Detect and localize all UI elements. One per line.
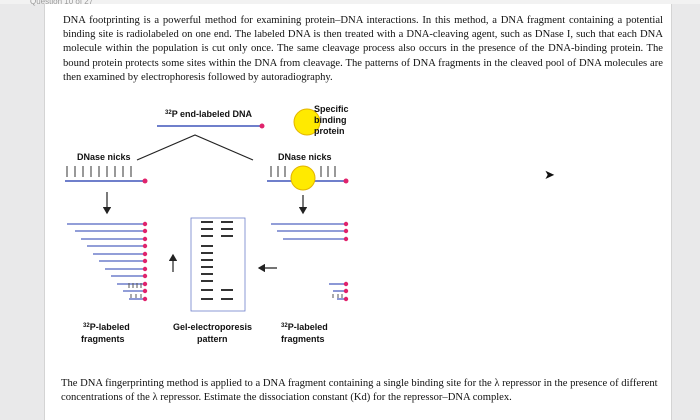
- branch-lines: [136, 134, 254, 161]
- binding-protein-icon: [293, 108, 321, 136]
- question-text: The DNA fingerprinting method is applied…: [61, 378, 658, 404]
- left-fragment-ticks: [128, 283, 142, 298]
- isotope-p: P: [172, 109, 178, 119]
- p-end-labeled-dna-label: 32P end-labeled DNA: [165, 109, 253, 119]
- right-frag-label-1: -labeled: [294, 322, 328, 332]
- right-fragments-label: 32P-labeled fragments: [281, 322, 330, 344]
- browser-top-strip: [0, 0, 700, 4]
- dnase-nicks-label-right: DNase nicks: [278, 152, 332, 162]
- right-frag-sup: 32: [281, 323, 288, 329]
- question-card: DNA footprinting is a powerful method fo…: [44, 4, 672, 420]
- footprinting-diagram: 32P end-labeled DNA Specific binding pro…: [65, 104, 351, 344]
- right-fragment-dots: [343, 221, 349, 302]
- gel-box: [190, 217, 246, 312]
- right-frag-label-2: fragments: [281, 334, 325, 344]
- gel-pattern-label: Gel-electroporesis pattern: [173, 322, 255, 344]
- left-frag-sup: 32: [83, 323, 90, 329]
- left-frag-label-2: fragments: [81, 334, 125, 344]
- left-frag-label-1: -labeled: [96, 322, 130, 332]
- gel-bands-lane-1: [201, 221, 213, 300]
- specific-label-1: Specific: [314, 104, 349, 114]
- right-fragment-ticks: [332, 294, 343, 298]
- left-fragments-label: 32P-labeled fragments: [81, 322, 132, 344]
- right-frag-p: P: [288, 322, 294, 332]
- question-header: Question 10 of 27: [30, 0, 94, 6]
- right-fragments: [271, 223, 345, 300]
- gel-bands-lane-2: [221, 221, 233, 300]
- dnase-nicks-label-left: DNase nicks: [77, 152, 131, 162]
- nick-marks-right: [270, 166, 336, 177]
- superscript-32: 32: [165, 110, 172, 116]
- left-fragments: [67, 223, 144, 300]
- specific-binding-protein-label: Specific binding protein: [314, 104, 351, 136]
- gel-label-2: pattern: [197, 334, 228, 344]
- left-fragment-dots: [142, 221, 148, 302]
- nick-marks-left: [66, 166, 132, 177]
- intro-paragraph: DNA footprinting is a powerful method fo…: [63, 15, 663, 83]
- specific-label-3: protein: [314, 126, 345, 136]
- left-dna-label-dot: [142, 178, 148, 184]
- mouse-cursor-icon: ➤: [544, 168, 555, 183]
- left-frag-p: P: [90, 322, 96, 332]
- gel-label-1: Gel-electroporesis: [173, 322, 252, 332]
- p-end-label-text: end-labeled DNA: [180, 109, 253, 119]
- right-dna-label-dot: [343, 178, 349, 184]
- bound-protein-icon: [290, 165, 316, 191]
- top-dna-label-dot: [259, 123, 265, 129]
- specific-label-2: binding: [314, 115, 347, 125]
